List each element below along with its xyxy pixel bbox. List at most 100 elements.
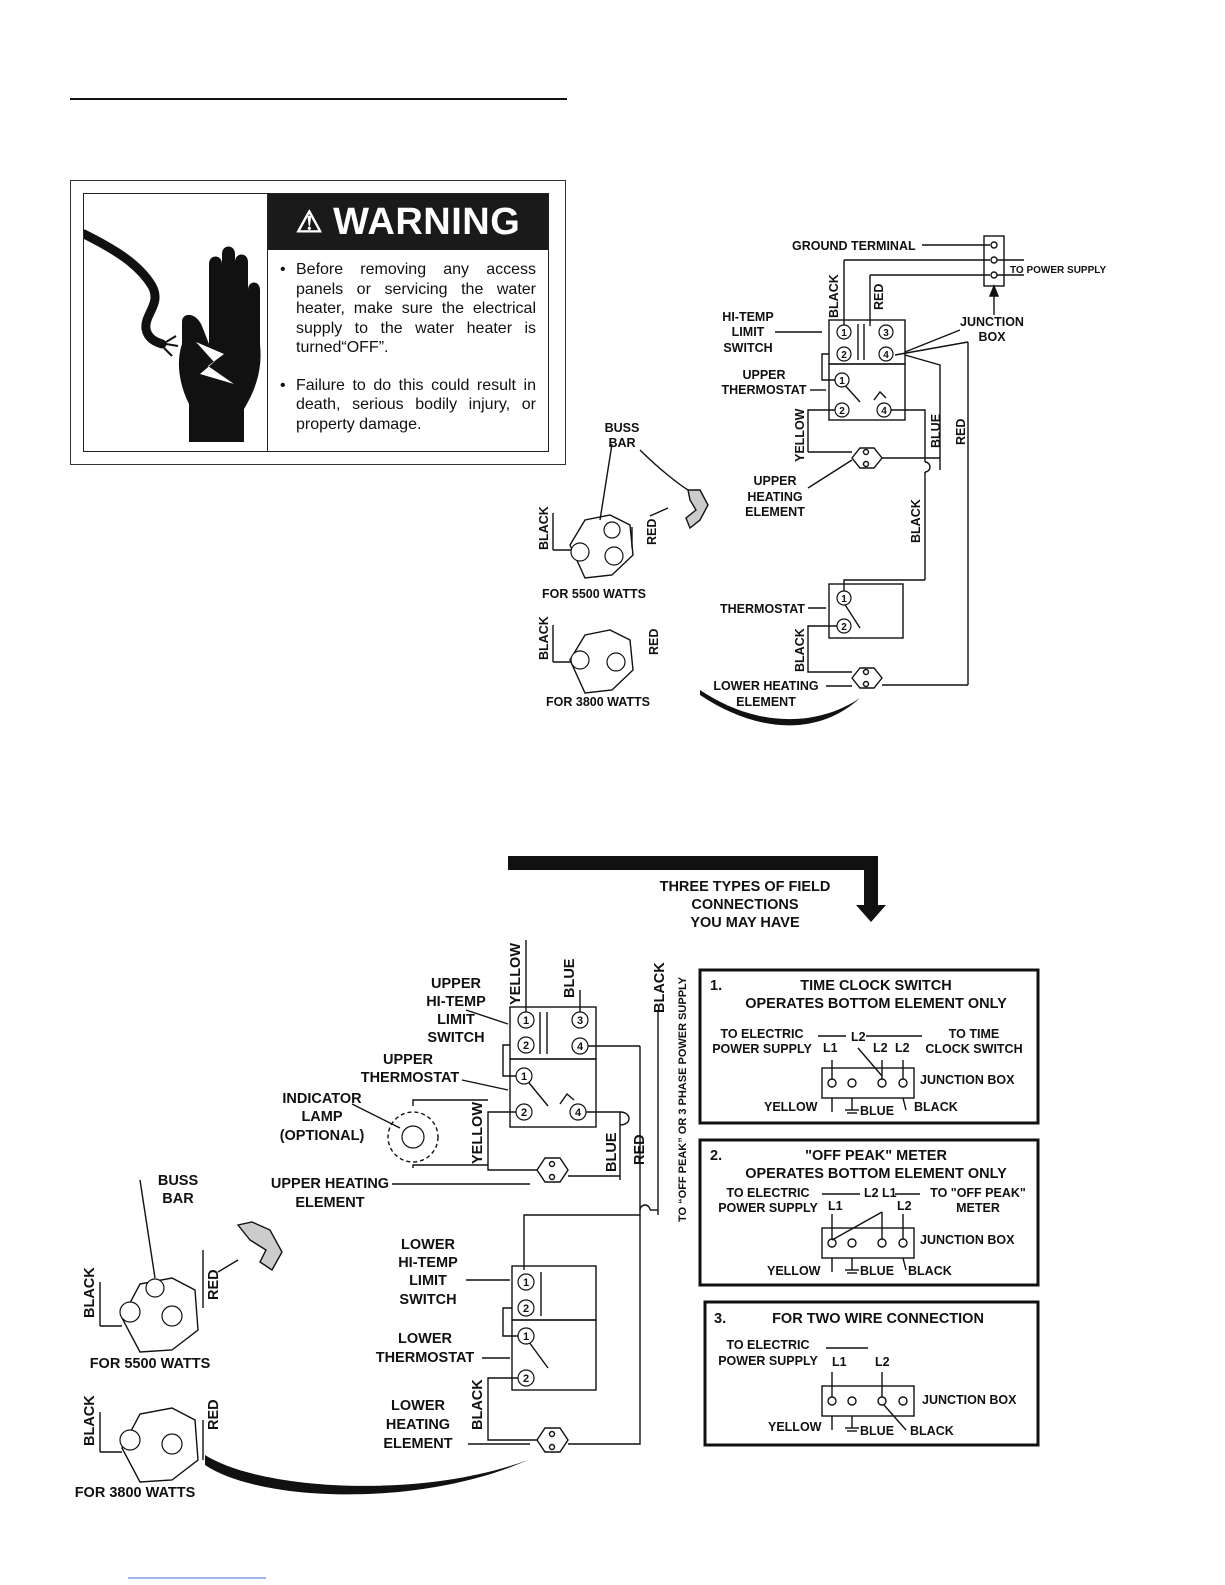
svg-text:2: 2	[523, 1303, 529, 1315]
warning-list: Before removing any access panels or ser…	[278, 260, 536, 452]
svg-text:1: 1	[839, 376, 845, 387]
svg-text:1: 1	[523, 1277, 529, 1289]
d2-black-wire-label: BLACK	[652, 962, 668, 1013]
box2-title-2: OPERATES BOTTOM ELEMENT ONLY	[745, 1166, 1007, 1182]
d2-upper-thermostat-2: THERMOSTAT	[361, 1070, 460, 1086]
d2-lower-hitemp-3: LIMIT	[409, 1273, 447, 1289]
d2-blue-wire-label-2: BLUE	[604, 1132, 620, 1172]
d1-to-power-supply-label: TO POWER SUPPLY	[1010, 265, 1106, 276]
box3-junction: JUNCTION BOX	[922, 1393, 1017, 1407]
d1-blue-wire-label: BLUE	[929, 414, 943, 448]
connection-box-1: 1. TIME CLOCK SWITCH OPERATES BOTTOM ELE…	[698, 968, 1040, 1125]
d2-to-off-peak-label: TO “OFF PEAK” OR 3 PHASE POWER SUPPLY	[677, 976, 689, 1222]
connection-box-3: 3. FOR TWO WIRE CONNECTION TO ELECTRIC P…	[703, 1300, 1040, 1447]
d2-buss-bar-2: BAR	[162, 1191, 194, 1207]
box3-yellow: YELLOW	[768, 1420, 822, 1434]
d1-upper-element-label-3: ELEMENT	[745, 505, 805, 519]
d2-5500-black-label: BLACK	[82, 1267, 98, 1318]
svg-text:1: 1	[841, 594, 847, 605]
box1-l2-a: L2	[873, 1041, 888, 1055]
d2-upper-hitemp-2: HI-TEMP	[426, 994, 486, 1010]
d2-lower-thermostat-2: THERMOSTAT	[376, 1350, 475, 1366]
d1-upper-element-label-2: HEATING	[747, 490, 802, 504]
box3-left-2: POWER SUPPLY	[718, 1354, 818, 1368]
warning-inner-frame: ⚠ WARNING Before removing any access pan…	[79, 193, 549, 452]
d2-indicator-lamp-2: LAMP	[301, 1109, 342, 1125]
d1-5500-black-label: BLACK	[537, 506, 551, 550]
d2-lower-hitemp-4: SWITCH	[399, 1292, 456, 1308]
d2-red-wire-label: RED	[632, 1134, 648, 1165]
box1-title-2: OPERATES BOTTOM ELEMENT ONLY	[745, 996, 1007, 1012]
d1-5500-red-label: RED	[645, 519, 659, 545]
d2-lower-hitemp-1: LOWER	[401, 1237, 455, 1253]
d1-3800-black-label: BLACK	[537, 616, 551, 660]
box2-l2-b: L2	[897, 1199, 912, 1213]
d2-buss-bar-1: BUSS	[158, 1173, 199, 1189]
d2-5500-label: FOR 5500 WATTS	[90, 1356, 211, 1372]
d1-upper-thermostat-label-1: UPPER	[742, 368, 785, 382]
d2-upper-element-2: ELEMENT	[295, 1195, 364, 1211]
d2-three-types-2: CONNECTIONS	[691, 897, 798, 913]
d1-3800-label: FOR 3800 WATTS	[546, 695, 650, 709]
d1-buss-bar-label-1: BUSS	[605, 421, 640, 435]
box2-right-2: METER	[956, 1201, 1000, 1215]
d1-junction-label-1: JUNCTION	[960, 315, 1024, 329]
d2-lower-element-1: LOWER	[391, 1398, 445, 1414]
connection-box-2: 2. "OFF PEAK" METER OPERATES BOTTOM ELEM…	[698, 1138, 1040, 1287]
d1-junction-label-2: BOX	[978, 330, 1006, 344]
box1-black: BLACK	[914, 1100, 958, 1114]
d1-black-wire-label-2: BLACK	[909, 499, 923, 543]
d2-three-types-1: THREE TYPES OF FIELD	[660, 879, 831, 895]
svg-text:4: 4	[577, 1041, 584, 1053]
d1-upper-element-label-1: UPPER	[753, 474, 796, 488]
warning-bullet-1: Before removing any access panels or ser…	[278, 260, 536, 358]
warning-bullet-2: Failure to do this could result in death…	[278, 376, 536, 435]
d2-upper-hitemp-1: UPPER	[431, 976, 481, 992]
box2-number: 2.	[710, 1148, 722, 1164]
box2-black: BLACK	[908, 1264, 952, 1278]
d1-hitemp-label-1: HI-TEMP	[722, 310, 773, 324]
box2-blue: BLUE	[860, 1264, 894, 1278]
d2-indicator-lamp-3: (OPTIONAL)	[280, 1128, 365, 1144]
d2-3800-red-label: RED	[206, 1399, 222, 1430]
d2-upper-element-1: UPPER HEATING	[271, 1176, 389, 1192]
warning-label: ⚠ WARNING Before removing any access pan…	[70, 180, 566, 465]
box1-number: 1.	[710, 978, 722, 994]
d1-thermostat-label: THERMOSTAT	[720, 602, 805, 616]
d1-black-wire-label-3: BLACK	[793, 628, 807, 672]
box1-right-1: TO TIME	[949, 1027, 999, 1041]
svg-text:4: 4	[883, 350, 889, 361]
box2-title-1: "OFF PEAK" METER	[805, 1148, 947, 1164]
d1-hitemp-label-2: LIMIT	[732, 325, 765, 339]
box3-left-1: TO ELECTRIC	[726, 1338, 809, 1352]
d1-lower-element-label-1: LOWER HEATING	[713, 679, 818, 693]
box2-left-1: TO ELECTRIC	[726, 1186, 809, 1200]
d1-red-wire-label: RED	[872, 284, 886, 310]
d2-lower-element-2: HEATING	[386, 1417, 450, 1433]
d1-lower-element-label-2: ELEMENT	[736, 695, 796, 709]
box2-right-1: TO "OFF PEAK"	[930, 1186, 1026, 1200]
d1-ground-terminal-label: GROUND TERMINAL	[792, 239, 916, 253]
d2-three-types-3: YOU MAY HAVE	[690, 915, 800, 931]
d2-lower-element-3: ELEMENT	[383, 1436, 452, 1452]
d2-black-wire-label-2: BLACK	[470, 1379, 486, 1430]
svg-text:1: 1	[521, 1071, 527, 1083]
d1-red-wire-label-2: RED	[954, 419, 968, 445]
d1-hitemp-label-3: SWITCH	[723, 341, 772, 355]
box3-number: 3.	[714, 1311, 726, 1327]
svg-text:4: 4	[881, 406, 887, 417]
d2-5500-red-label: RED	[206, 1269, 222, 1300]
box1-blue: BLUE	[860, 1104, 894, 1118]
d1-black-wire-label: BLACK	[827, 274, 841, 318]
box1-l2-b: L2	[895, 1041, 910, 1055]
box1-left-2: POWER SUPPLY	[712, 1042, 812, 1056]
d2-lower-hitemp-2: HI-TEMP	[398, 1255, 458, 1271]
box2-l1: L1	[828, 1199, 843, 1213]
d2-upper-thermostat-1: UPPER	[383, 1052, 433, 1068]
svg-text:4: 4	[575, 1107, 582, 1119]
box2-left-2: POWER SUPPLY	[718, 1201, 818, 1215]
svg-text:2: 2	[841, 350, 847, 361]
svg-text:1: 1	[523, 1331, 529, 1343]
d2-3800-black-label: BLACK	[82, 1395, 98, 1446]
